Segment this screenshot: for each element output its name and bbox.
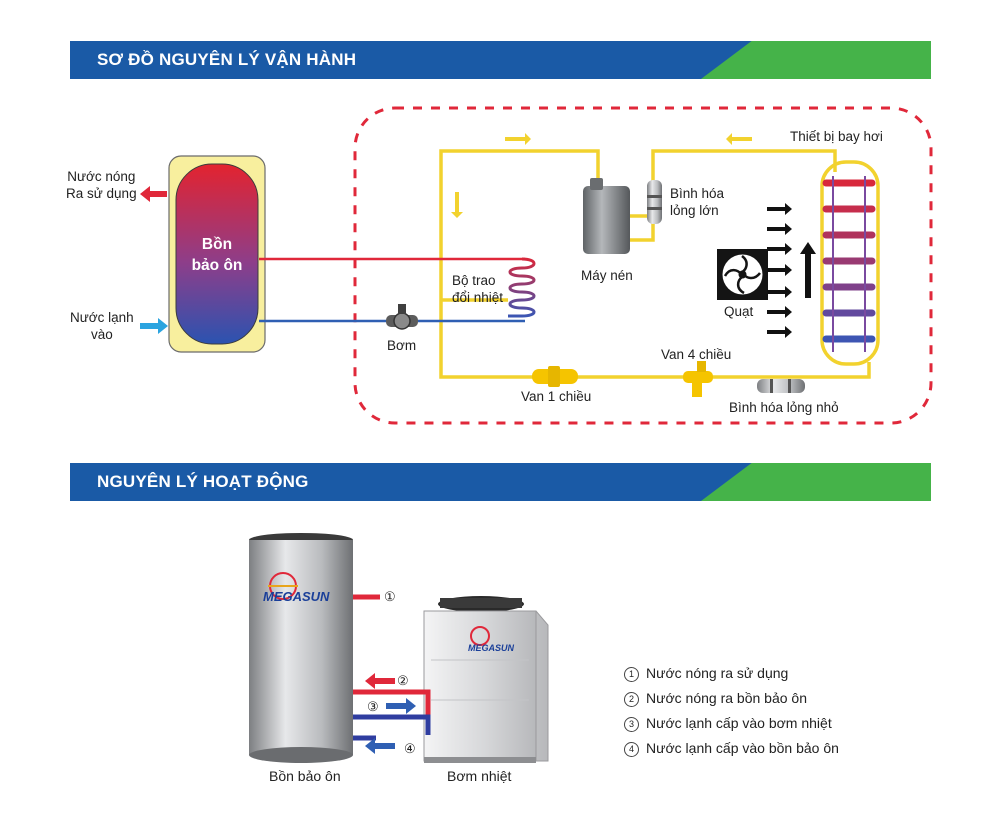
section-banner-principle: NGUYÊN LÝ HOẠT ĐỘNG [70,463,931,501]
legend-item: 3 Nước lạnh cấp vào bơm nhiệt [624,715,832,732]
label-pump: Bơm [387,338,417,353]
marker-2: ② [397,673,409,688]
label-large-receiver: Bình hóa lỏng lớn [670,185,724,219]
tank-brand-logo: MEGASUN [263,589,330,604]
label-line: đổi nhiệt [452,290,504,305]
flow-arrows [451,133,752,218]
label-line: vào [90,327,113,342]
label-line: Bình hóa [670,186,725,201]
evaporator-coil [820,160,880,366]
label-four-way-valve: Van 4 chiều [661,347,732,362]
label-evaporator: Thiết bị bay hơi [790,129,883,144]
label-line: Nước lạnh [70,310,134,325]
small-receiver [757,379,805,393]
label-hot-water-out: Nước nóng Ra sử dụng [66,168,137,202]
label-heat-exchanger: Bộ trao đổi nhiệt [452,272,503,306]
legend-text: Nước lạnh cấp vào bơm nhiệt [646,715,832,731]
label-line: Bồn [201,236,233,253]
section-title: SƠ ĐỒ NGUYÊN LÝ VẬN HÀNH [97,50,357,69]
legend-number: 4 [624,742,639,757]
heat-pump-boundary [353,106,933,425]
legend-number: 3 [624,717,639,732]
marker-1: ① [384,589,396,604]
tank-label: Bồn bảo ôn [180,234,254,276]
label-fan: Quạt [724,304,754,319]
storage-tank [168,155,266,353]
label-cold-water-in: Nước lạnh vào [70,309,134,343]
compressor [583,178,630,254]
legend-item: 2 Nước nóng ra bồn bảo ôn [624,690,807,707]
legend-item: 4 Nước lạnh cấp vào bồn bảo ôn [624,740,839,757]
hot-out-arrow [140,186,167,202]
label-line: Bộ trao [452,273,496,288]
label-small-receiver: Bình hóa lỏng nhỏ [729,400,839,415]
legend-number: 1 [624,667,639,682]
check-valve-symbol [532,366,578,387]
legend-text: Nước nóng ra sử dụng [646,665,789,681]
section-banner-operation: SƠ ĐỒ NGUYÊN LÝ VẬN HÀNH [70,41,931,79]
large-receiver [647,180,662,224]
cold-in-arrow [140,318,168,334]
legend-text: Nước lạnh cấp vào bồn bảo ôn [646,740,839,756]
marker-4: ④ [404,741,416,756]
airflow-arrows [767,203,816,338]
label-check-valve: Van 1 chiều [521,389,592,404]
legend-number: 2 [624,692,639,707]
caption-heat-pump: Bơm nhiệt [447,768,512,784]
marker-3: ③ [367,699,379,714]
label-line: Ra sử dụng [66,186,137,201]
label-line: Nước nóng [67,169,136,184]
label-line: bảo ôn [191,257,243,274]
legend-item: 1 Nước nóng ra sử dụng [624,665,788,682]
fan-symbol [717,249,768,300]
unit-brand-logo: MEGASUN [468,643,515,653]
pump-symbol [386,304,418,330]
label-compressor: Máy nén [581,268,633,283]
heat-exchanger-coil [508,257,536,318]
caption-tank: Bồn bảo ôn [269,768,341,784]
four-way-valve-symbol [683,361,713,397]
legend-text: Nước nóng ra bồn bảo ôn [646,690,807,706]
refrigerant-loop [439,149,871,392]
label-line: lỏng lớn [670,203,719,218]
section-title: NGUYÊN LÝ HOẠT ĐỘNG [97,472,309,491]
